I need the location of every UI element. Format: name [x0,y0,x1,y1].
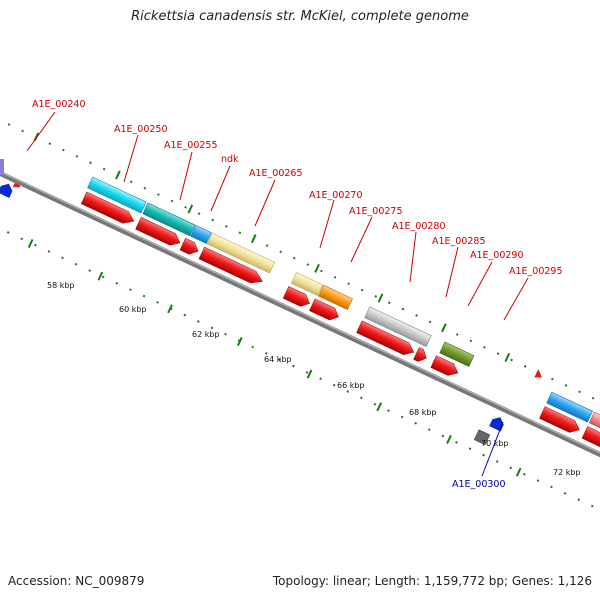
genome-title: Rickettsia canadensis str. McKiel, compl… [131,9,469,24]
leader-line [254,179,276,227]
cds-arrow[interactable] [413,347,429,364]
leader-line [26,111,56,152]
gene-label-a1e-00285[interactable]: A1E_00285 [432,236,486,247]
gene-label-a1e-00300[interactable]: A1E_00300 [452,479,506,490]
tick-mark [187,204,194,214]
partial-feature-box[interactable] [0,159,4,175]
leader-line [319,199,335,249]
feature-box-blue[interactable] [190,224,212,244]
leader-line [445,246,459,298]
tick-mark [441,323,447,333]
cds-arrow[interactable] [356,320,417,358]
feature-box-orange[interactable] [318,284,353,311]
genome-track [0,123,600,511]
forward-dot-line [7,123,600,418]
gene-label-a1e-00280[interactable]: A1E_00280 [392,221,446,232]
gene-label-a1e-00270[interactable]: A1E_00270 [309,190,363,201]
tick-mark [250,234,257,244]
reverse-feature-box-gray[interactable] [473,429,491,446]
cds-arrow[interactable] [430,355,461,379]
feature-box-teal[interactable] [142,202,196,237]
scale-label-62kbp: 62 kbp [192,330,220,339]
tick-mark [446,434,452,444]
tick-mark [314,263,320,273]
reverse-cds-arrow[interactable] [489,415,506,432]
gene-label-a1e-00255[interactable]: A1E_00255 [164,140,218,151]
feature-box-khaki[interactable] [206,232,276,274]
feature-box-gray[interactable] [364,306,432,347]
gene-label-a1e-00265[interactable]: A1E_00265 [249,168,303,179]
forward-feature-boxes [87,176,600,441]
tick-mark [377,293,384,303]
leader-line [179,151,193,201]
scale-label-72kbp: 72 kbp [553,468,581,477]
leader-line [409,231,417,283]
leader-line [481,421,504,477]
gene-label-a1e-00290[interactable]: A1E_00290 [470,250,524,261]
reverse-tick-line [0,211,600,511]
cds-arrow[interactable] [282,286,312,310]
cds-arrow[interactable] [179,237,201,257]
leader-line [350,216,373,263]
forward-tick-line [7,123,600,418]
tick-mark [515,467,522,477]
genome-backbone [0,165,600,467]
scale-label-60kbp: 60 kbp [119,305,147,314]
small-gene-marker[interactable] [534,369,544,380]
tick-mark [504,352,511,362]
scale-label-66kbp: 66 kbp [337,381,365,390]
leader-line [210,165,231,212]
feature-box-cyan[interactable] [87,176,147,214]
tick-mark [97,271,104,281]
tick-mark [236,336,243,346]
cds-arrow[interactable] [309,298,341,323]
cds-arrow[interactable] [539,406,582,436]
leader-line [467,261,493,307]
scale-label-68kbp: 68 kbp [409,408,437,417]
tick-mark [115,170,121,180]
gene-label-ndk[interactable]: ndk [221,154,239,165]
tick-mark [27,238,34,248]
tick-mark [167,304,173,314]
gene-labels-forward: A1E_00240 A1E_00250 A1E_00255 ndk A1E_00… [26,99,563,321]
gene-label-a1e-00240[interactable]: A1E_00240 [32,99,86,110]
leader-line [123,134,139,183]
feature-box-blue[interactable] [546,391,593,423]
cds-arrow[interactable] [581,426,600,459]
genome-backbone-highlight [0,165,600,464]
gene-label-a1e-00295[interactable]: A1E_00295 [509,266,563,277]
forward-cds-arrows [80,191,600,459]
cds-arrow[interactable] [198,246,265,287]
cds-arrow[interactable] [80,191,136,227]
leader-line [503,277,529,321]
feature-box-olive[interactable] [439,341,475,367]
tick-mark [306,369,313,379]
tick-mark [376,402,383,412]
feature-box-khaki[interactable] [290,272,324,297]
gene-labels-reverse: A1E_00300 [452,421,506,490]
scale-label-58kbp: 58 kbp [47,281,75,290]
genome-summary-label: Topology: linear; Length: 1,159,772 bp; … [272,574,592,588]
accession-label: Accession: NC_009879 [8,574,145,588]
cds-arrow[interactable] [135,217,183,248]
gene-label-a1e-00250[interactable]: A1E_00250 [114,124,168,135]
scale-label-64kbp: 64 kbp [264,355,292,364]
reverse-cds-arrow[interactable] [0,182,14,198]
gene-label-a1e-00275[interactable]: A1E_00275 [349,206,403,217]
